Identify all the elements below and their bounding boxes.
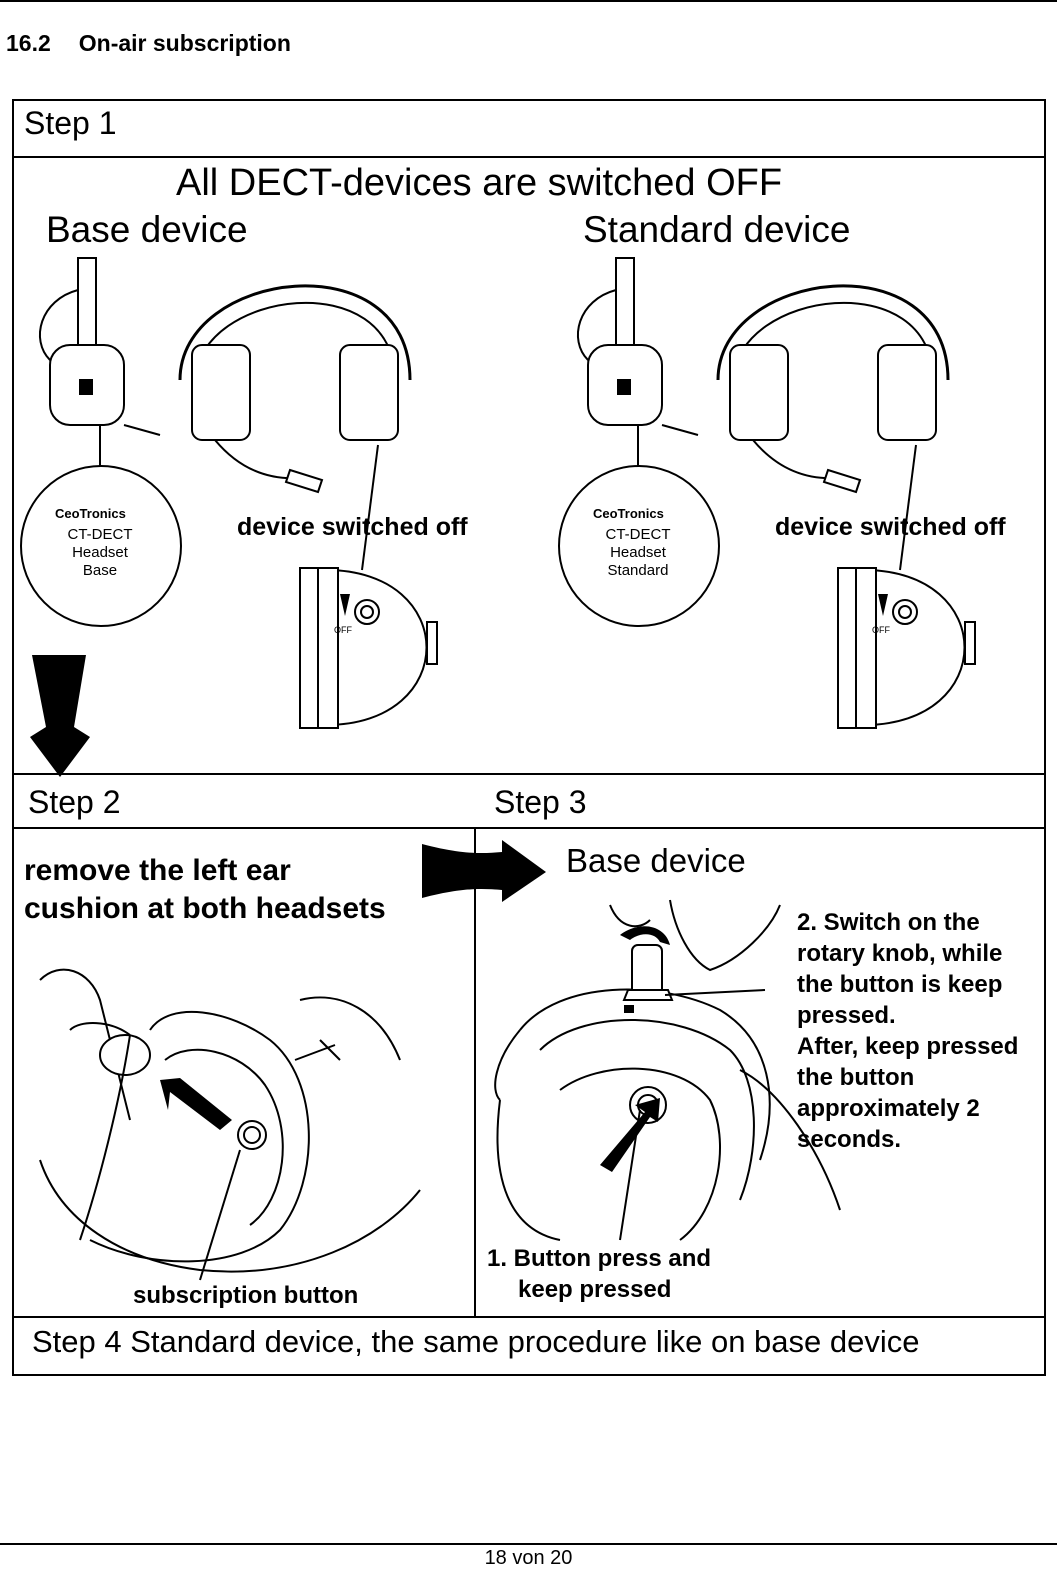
step3-instr2-line8: seconds. xyxy=(797,1126,902,1153)
step1-label: Step 1 xyxy=(24,105,117,141)
step1-bottom-divider xyxy=(12,773,1046,775)
section-number: 16.2 xyxy=(6,30,51,56)
standard-brand-label: CeoTronics xyxy=(593,506,664,521)
section-heading: 16.2 On-air subscription xyxy=(6,30,291,57)
step2-instruction-line1: remove the left ear xyxy=(24,854,291,887)
step3-instr2-line6: the button xyxy=(797,1064,915,1091)
standard-device-title: Standard device xyxy=(583,209,851,250)
step3-instruction-2: 2. Switch on the rotary knob, while the … xyxy=(797,907,1047,1155)
top-rule xyxy=(0,0,1057,2)
step3-instr1-line1: 1. Button press and xyxy=(487,1245,712,1272)
subscription-button-caption: subscription button xyxy=(133,1282,359,1309)
standard-off-caption: device switched off xyxy=(775,513,1006,541)
procedure-figure xyxy=(12,99,1046,1376)
base-off-switch-label: OFF xyxy=(334,625,352,635)
step3-instr2-line5: After, keep pressed xyxy=(797,1033,1019,1060)
step4-divider xyxy=(12,1316,1046,1318)
base-device-title: Base device xyxy=(46,209,248,250)
base-model-label: CT-DECT Headset Base xyxy=(50,526,150,580)
step3-title: Base device xyxy=(566,842,746,879)
step3-instr2-line2: rotary knob, while xyxy=(797,940,1003,967)
base-brand-label: CeoTronics xyxy=(55,506,126,521)
footer-rule xyxy=(0,1543,1057,1545)
standard-model-label: CT-DECT Headset Standard xyxy=(588,526,688,580)
standard-line3: Standard xyxy=(607,562,669,579)
step3-instr2-line3: the button is keep xyxy=(797,971,1003,998)
step4-text: Step 4 Standard device, the same procedu… xyxy=(32,1324,920,1359)
step3-instr2-line7: approximately 2 xyxy=(797,1095,980,1122)
down-arrow-icon xyxy=(30,655,90,777)
step3-instr2-line4: pressed. xyxy=(797,1002,896,1029)
step3-instr2-line1: 2. Switch on the xyxy=(797,909,980,936)
right-arrow-icon xyxy=(422,840,546,902)
standard-model: CT-DECT xyxy=(605,526,671,543)
base-line3: Base xyxy=(82,562,118,579)
step3-instr1-line2: keep pressed xyxy=(518,1276,672,1303)
base-off-caption: device switched off xyxy=(237,513,468,541)
step23-header-divider xyxy=(12,827,1046,829)
base-line2: Headset xyxy=(72,544,128,561)
step2-label: Step 2 xyxy=(28,784,121,820)
step1-header-divider xyxy=(12,156,1046,158)
standard-line2: Headset xyxy=(610,544,666,561)
step2-instruction-line2: cushion at both headsets xyxy=(24,892,386,925)
base-model: CT-DECT xyxy=(67,526,133,543)
step1-headline: All DECT-devices are switched OFF xyxy=(176,162,783,204)
step2-step3-divider xyxy=(474,827,476,1318)
step3-label: Step 3 xyxy=(494,784,587,820)
step3-instruction-1: 1. Button press and keep pressed xyxy=(487,1243,711,1305)
page-number: 18 von 20 xyxy=(484,1547,573,1569)
step2-instruction: remove the left ear cushion at both head… xyxy=(24,852,386,928)
section-title: On-air subscription xyxy=(78,30,291,56)
standard-off-switch-label: OFF xyxy=(872,625,890,635)
standard-headset-illustration xyxy=(558,257,976,729)
